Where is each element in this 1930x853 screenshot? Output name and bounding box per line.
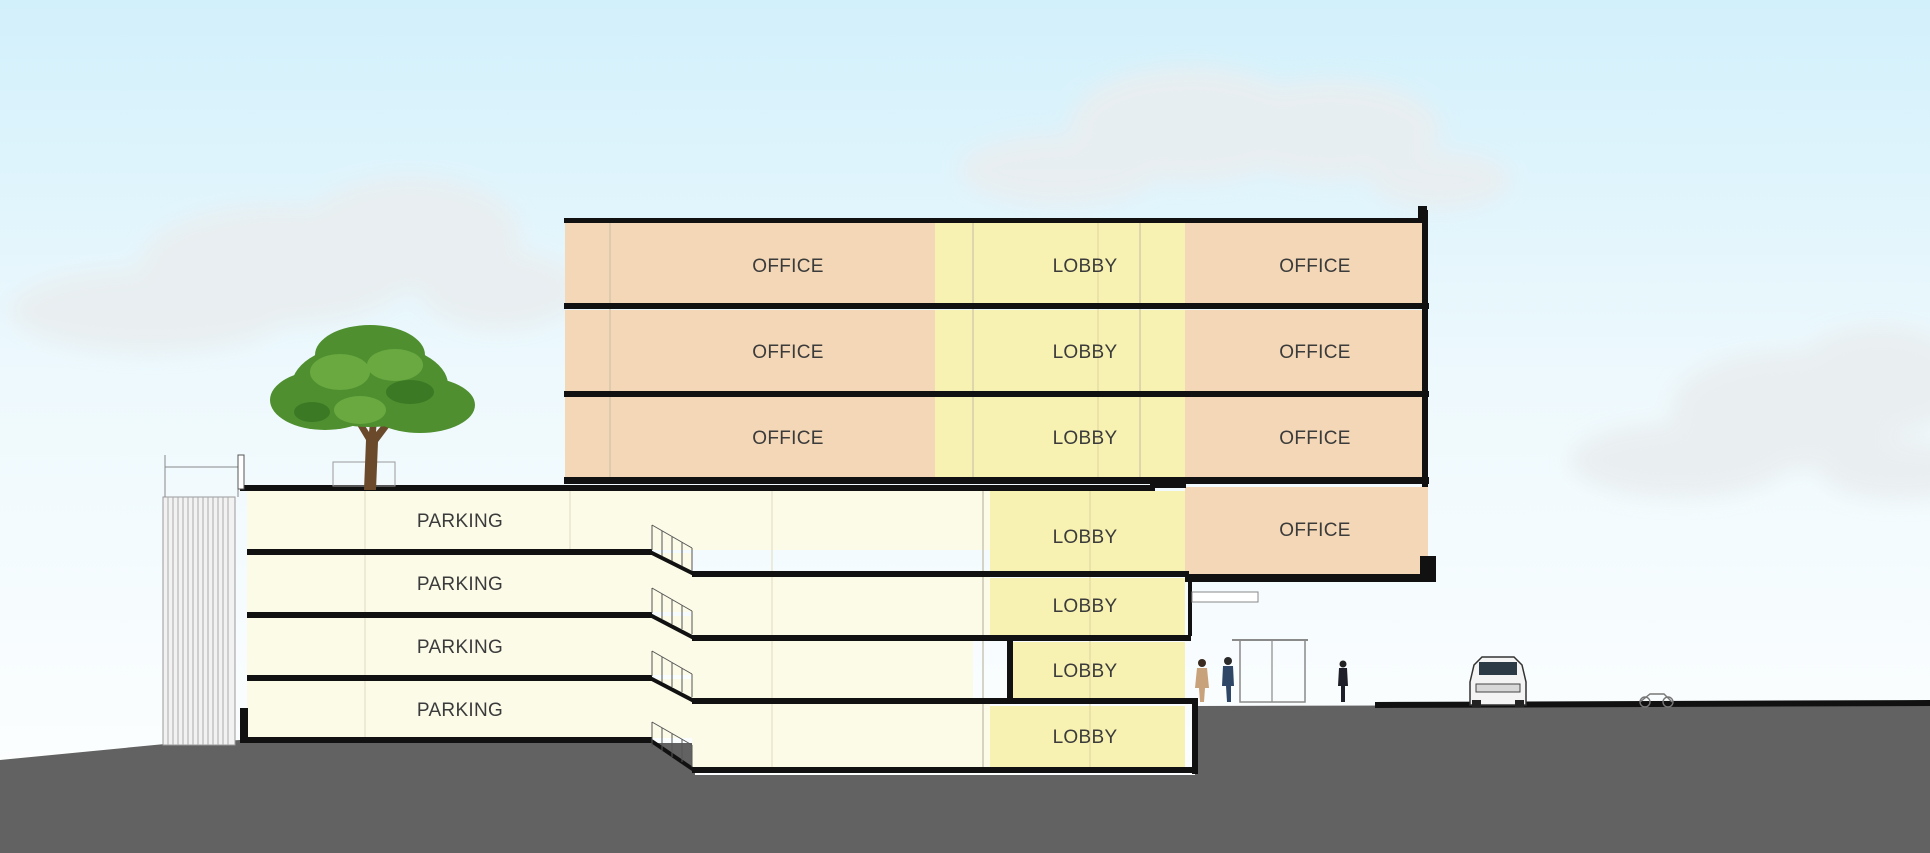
room-fill [1185,222,1428,304]
room-label-lobby-l1: LOBBY [1053,428,1118,449]
person-1 [1195,659,1209,702]
room-fill [1185,487,1428,576]
ground [0,704,1930,853]
tree-illustration [270,325,475,490]
room-label-lobby-p2: LOBBY [1053,596,1118,617]
room-fill [935,310,1185,392]
room-fill [1185,310,1428,392]
room-label-parking-p3: PARKING [417,637,503,658]
car-illustration [1469,656,1527,707]
room-label-office-l1-left: OFFICE [752,428,823,449]
room-fill [935,396,1185,478]
room-fill [565,310,935,392]
people-illustration [1195,657,1348,702]
cloud-right [1570,325,1930,500]
room-fill [692,640,973,699]
room-label-lobby-p1: LOBBY [1053,527,1118,548]
room-label-lobby-p3: LOBBY [1053,661,1118,682]
room-label-office-l3-left: OFFICE [752,256,823,277]
room-fill [990,491,1185,575]
podium [162,454,1436,774]
room-label-office-l1-right: OFFICE [1279,428,1350,449]
room-fill [990,578,1185,636]
clouds [10,67,1930,500]
roof-parapet [237,454,245,490]
room-fill [247,616,692,675]
screen-facade [162,455,239,746]
podium-slabs [240,482,1436,774]
ramp-railings [651,524,693,767]
room-label-lobby-l2: LOBBY [1053,342,1118,363]
room-fill [247,553,692,612]
room-label-lobby-p4: LOBBY [1053,727,1118,748]
room-label-office-l2-right: OFFICE [1279,342,1350,363]
room-fill [247,679,692,738]
room-fill [1185,396,1428,478]
person-3 [1338,660,1348,702]
room-fill [692,703,990,768]
room-label-office-l2-left: OFFICE [752,342,823,363]
room-labels: OFFICE LOBBY OFFICE OFFICE LOBBY OFFICE … [417,256,1351,748]
room-label-office-l3-right: OFFICE [1279,256,1350,277]
room-fill [1010,642,1185,698]
room-fill [990,706,1185,770]
room-fill [565,222,935,304]
room-fill [247,491,990,550]
room-label-parking-p2: PARKING [417,574,503,595]
cloud-center [960,67,1510,208]
planter [332,461,396,487]
room-label-parking-p1: PARKING [417,511,503,532]
office-gridlines [609,222,1141,478]
room-fill [692,576,990,636]
cloud-left [10,177,580,352]
person-2 [1222,657,1234,702]
room-label-office-p1: OFFICE [1279,520,1350,541]
entrance [1191,591,1308,703]
office-block [564,206,1429,488]
room-label-parking-p4: PARKING [417,700,503,721]
room-fill [935,222,1185,304]
bicycle-illustration [1639,693,1674,708]
room-label-lobby-l3: LOBBY [1053,256,1118,277]
office-slabs [564,206,1429,488]
room-fill [565,396,935,478]
